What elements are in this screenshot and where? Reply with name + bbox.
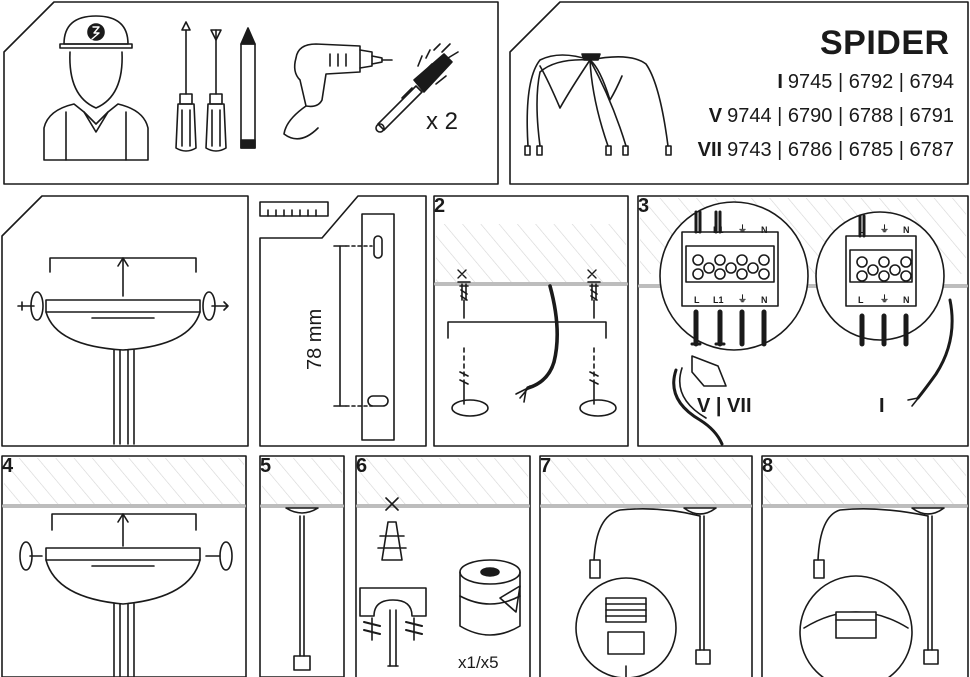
step-4-panel (1, 455, 247, 677)
terminal-label: N (761, 225, 768, 235)
model-numeral: VII (697, 139, 723, 161)
step-3-panel (637, 195, 969, 447)
step-1-panel (1, 195, 249, 447)
tools-panel (3, 1, 499, 185)
model-row-vii: VII 9743 | 6786 | 6785 | 6787 (697, 139, 954, 161)
terminal-label: ⏚ (880, 224, 890, 234)
screwdriver-icon (205, 29, 227, 152)
step-number: 8 (762, 455, 774, 477)
step-6-panel (355, 455, 531, 677)
terminal-label: N (761, 295, 768, 305)
plug-quantity: x 2 (426, 108, 459, 135)
variant-multi-label: V | VII (697, 395, 752, 417)
ceiling-cup-icon (459, 559, 521, 636)
terminal-block-multi (681, 210, 779, 347)
pencil-icon (240, 27, 256, 149)
step-number: 6 (356, 455, 368, 477)
step-8-panel (761, 455, 969, 677)
cup-quantity: x1/x5 (458, 653, 499, 672)
measure-label: 78 mm (304, 308, 326, 370)
model-codes: 9743 | 6786 | 6785 | 6787 (727, 139, 954, 161)
step-number: 4 (2, 455, 14, 477)
measure-panel (259, 195, 427, 447)
spider-lamp-icon (524, 53, 672, 156)
step-number: 2 (434, 195, 446, 217)
terminal-label: L (858, 295, 864, 305)
terminal-label: L (694, 295, 700, 305)
wall-plug-icon (375, 43, 459, 133)
model-row-v: V 9744 | 6790 | 6788 | 6791 (700, 106, 954, 126)
terminal-label: L1 (713, 225, 724, 235)
step-number: 5 (260, 455, 272, 477)
variant-single-label: I (879, 395, 885, 417)
terminal-label: ⏚ (738, 294, 748, 304)
drill-icon (283, 43, 393, 140)
product-panel (509, 1, 969, 185)
model-numeral: I (777, 71, 783, 93)
terminal-label: L (694, 225, 700, 235)
step-5-panel (259, 455, 345, 677)
model-numeral: V (708, 105, 723, 127)
terminal-label: N (903, 225, 910, 235)
electrician-icon (43, 15, 149, 161)
terminal-label: ⏚ (738, 224, 748, 234)
terminal-label: L1 (713, 295, 724, 305)
terminal-label: ⏚ (880, 294, 890, 304)
product-title: SPIDER (820, 24, 950, 62)
step-2-panel (433, 195, 629, 447)
model-codes: 9745 | 6792 | 6794 (787, 71, 954, 93)
terminal-block-single (845, 214, 917, 347)
step-7-panel (539, 455, 753, 677)
step-number: 3 (638, 195, 650, 217)
terminal-label: N (903, 295, 910, 305)
model-row-i: I 9745 | 6792 | 6794 (700, 72, 954, 92)
model-codes: 9744 | 6790 | 6788 | 6791 (727, 105, 954, 127)
screwdriver-icon (175, 21, 197, 152)
terminal-label: L (858, 225, 864, 235)
step-number: 7 (540, 455, 552, 477)
